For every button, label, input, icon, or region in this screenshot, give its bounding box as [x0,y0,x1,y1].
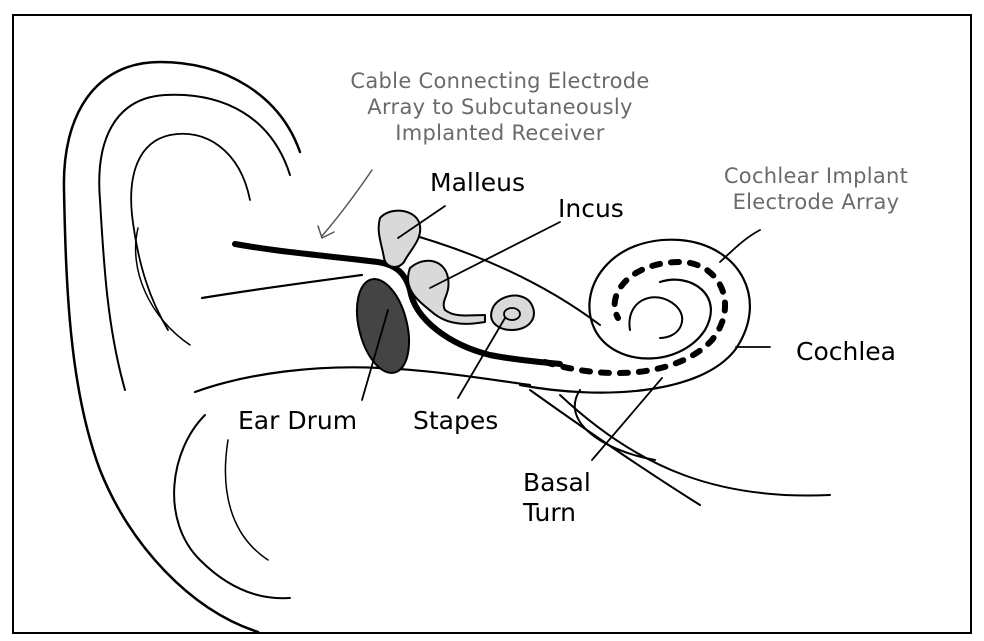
canal-lower [195,367,530,392]
cochlea-inner [629,297,682,338]
canal-upper [202,275,362,298]
label-basal-turn-line-1: Basal [523,468,591,498]
pinna-outer [64,62,300,632]
bone-line-2 [560,395,830,496]
lobe-fold [225,440,268,560]
malleus-shape [379,211,421,267]
label-stapes: Stapes [413,406,498,436]
leader-electrode-array [720,230,760,262]
label-cable-line-3: Implanted Receiver [285,120,715,146]
label-cable-line-1: Cable Connecting Electrode [285,68,715,94]
label-cable: Cable Connecting Electrode Array to Subc… [285,68,715,146]
pinna-fold [136,228,190,345]
label-basal-turn: Basal Turn [523,468,591,528]
concha [174,415,290,598]
label-ear-drum: Ear Drum [238,406,357,436]
leader-incus [430,222,560,288]
cable-arrow [322,170,372,236]
label-electrode-array: Cochlear Implant Electrode Array [676,163,956,215]
label-electrode-array-line-1: Cochlear Implant [676,163,956,189]
label-cable-line-2: Array to Subcutaneously [285,94,715,120]
cochlea-outer [520,240,750,393]
label-basal-turn-line-2: Turn [523,498,591,528]
label-incus: Incus [558,194,624,224]
label-malleus: Malleus [430,168,525,198]
label-cochlea: Cochlea [796,337,896,367]
stapes-shape [491,296,534,330]
pinna-helix [99,95,290,390]
label-electrode-array-line-2: Electrode Array [676,189,956,215]
